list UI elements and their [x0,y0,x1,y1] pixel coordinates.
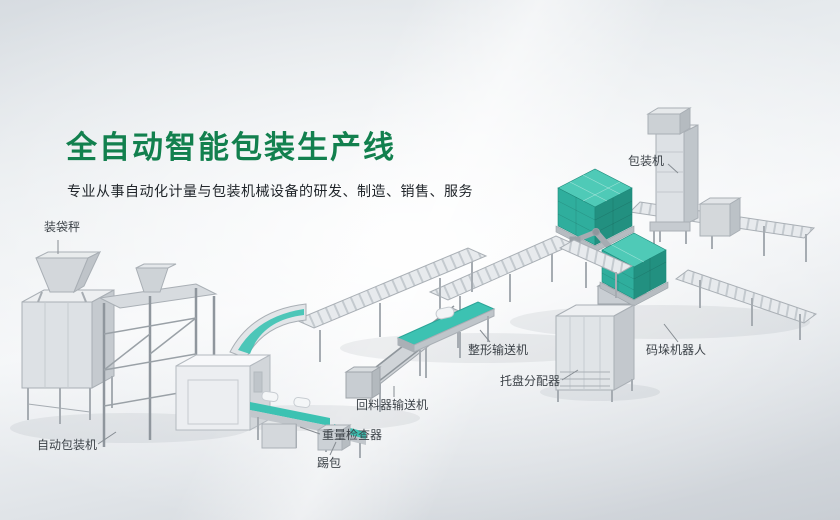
pallet-dispenser-machine [555,304,635,402]
transfer-roller-conveyor [428,235,634,324]
page-title: 全自动智能包装生产线 [66,130,396,165]
shaping-conveyor-machine [396,301,496,376]
label-palletizing-robot: 码垛机器人 [646,343,707,357]
main-roller-conveyor [294,247,488,362]
page-subtitle: 专业从事自动化计量与包装机械设备的研发、制造、销售、服务 [67,183,473,199]
label-pallet-dispenser: 托盘分配器 [500,374,561,388]
packing-machine-tower [646,107,699,244]
ground-shadows [10,305,810,443]
pallet-stack-1 [555,168,635,253]
junction-machine [698,197,742,237]
label-return-feeder-conveyor: 回料器输送机 [356,398,429,412]
leader-lines [57,163,679,456]
right-roller-conveyor-lower [674,269,818,340]
curve-conveyor [229,303,307,359]
label-auto-packing-machine: 自动包装机 [37,438,98,452]
label-shaping-conveyor: 整形输送机 [468,343,529,357]
label-weight-checker: 重量检查器 [322,428,383,442]
auto-packing-machine [175,354,271,431]
weight-checker-machine [261,423,297,449]
label-packing-machine: 包装机 [628,154,665,168]
bagging-scale-machine [21,250,115,424]
label-bag-kicker: 踢包 [317,456,342,470]
bag-kicker-machine [316,424,352,451]
label-bagging-scale: 装袋秤 [44,220,81,234]
